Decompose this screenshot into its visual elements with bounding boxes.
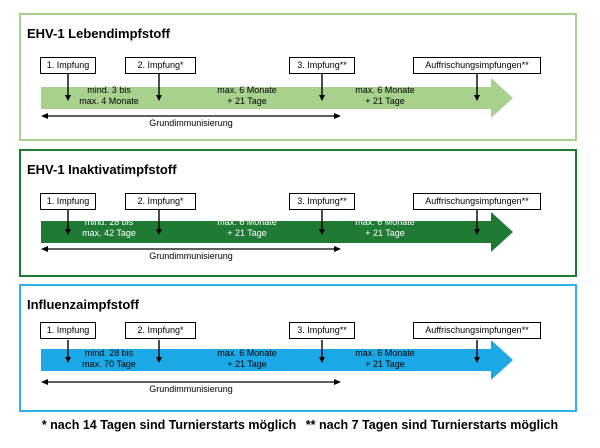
- interval-2-line2: + 21 Tage: [227, 359, 267, 369]
- connector-arrowhead-2: [156, 357, 162, 363]
- interval-3: max. 6 Monate + 21 Tage: [335, 348, 435, 370]
- connector-arrowhead-4: [474, 95, 480, 101]
- footnote-single-star: * nach 14 Tagen sind Turnierstarts mögli…: [41, 418, 297, 432]
- vaccination-2-box: 2. Impfung*: [125, 57, 196, 74]
- connector-arrowhead-4: [474, 357, 480, 363]
- interval-1-line2: max. 4 Monate: [79, 96, 139, 106]
- footnotes: * nach 14 Tagen sind Turnierstarts mögli…: [0, 418, 600, 432]
- panel-title: EHV-1 Inaktivatimpfstoff: [27, 162, 177, 177]
- connector-arrowhead-2: [156, 229, 162, 235]
- panel-influenza-vaccine: Influenzaimpfstoff 1. Impfung 2. Impfung…: [19, 284, 577, 412]
- interval-2-line2: + 21 Tage: [227, 228, 267, 238]
- connector-arrowhead-3: [319, 229, 325, 235]
- grund-arrowhead-left: [41, 379, 48, 385]
- interval-2-line1: max. 6 Monate: [217, 85, 277, 95]
- interval-1: mind. 28 bis max. 42 Tage: [73, 217, 145, 239]
- interval-2-line1: max. 6 Monate: [217, 217, 277, 227]
- booster-box: Auffrischungsimpfungen**: [413, 322, 541, 339]
- interval-2-line2: + 21 Tage: [227, 96, 267, 106]
- connector-arrowhead-4: [474, 229, 480, 235]
- interval-3-line2: + 21 Tage: [365, 96, 405, 106]
- connector-arrowhead-1: [65, 357, 71, 363]
- interval-1: mind. 3 bis max. 4 Monate: [73, 85, 145, 107]
- interval-2-line1: max. 6 Monate: [217, 348, 277, 358]
- grund-arrowhead-left: [41, 246, 48, 252]
- interval-3-line1: max. 6 Monate: [355, 348, 415, 358]
- interval-1-line1: mind. 3 bis: [87, 85, 131, 95]
- connector-arrowhead-3: [319, 357, 325, 363]
- vaccination-3-box: 3. Impfung**: [289, 322, 355, 339]
- interval-3-line2: + 21 Tage: [365, 228, 405, 238]
- vaccination-3-box: 3. Impfung**: [289, 57, 355, 74]
- connector-arrowhead-2: [156, 95, 162, 101]
- interval-3-line1: max. 6 Monate: [355, 85, 415, 95]
- footnote-double-star: ** nach 7 Tagen sind Turnierstarts mögli…: [305, 418, 559, 432]
- connector-arrowhead-1: [65, 95, 71, 101]
- interval-1-line1: mind. 28 bis: [84, 348, 134, 358]
- grund-arrowhead-left: [41, 113, 48, 119]
- interval-1: mind. 28 bis max. 70 Tage: [73, 348, 145, 370]
- panel-title: Influenzaimpfstoff: [27, 297, 139, 312]
- booster-box: Auffrischungsimpfungen**: [413, 57, 541, 74]
- booster-box: Auffrischungsimpfungen**: [413, 193, 541, 210]
- vaccination-2-box: 2. Impfung*: [125, 322, 196, 339]
- grundimmunisierung-label: Grundimmunisierung: [149, 384, 233, 394]
- interval-2: max. 6 Monate + 21 Tage: [197, 217, 297, 239]
- grund-arrowhead-right: [334, 246, 341, 252]
- interval-3: max. 6 Monate + 21 Tage: [335, 217, 435, 239]
- interval-1-line2: max. 42 Tage: [82, 228, 136, 238]
- timeline-graphic: [41, 210, 513, 252]
- vaccination-1-box: 1. Impfung: [40, 322, 96, 339]
- grundimmunisierung-label: Grundimmunisierung: [149, 251, 233, 261]
- interval-3-line1: max. 6 Monate: [355, 217, 415, 227]
- interval-2: max. 6 Monate + 21 Tage: [197, 85, 297, 107]
- vaccination-1-box: 1. Impfung: [40, 57, 96, 74]
- panel-title: EHV-1 Lebendimpfstoff: [27, 26, 171, 41]
- panel-ehv1-inactivated-vaccine: EHV-1 Inaktivatimpfstoff 1. Impfung 2. I…: [19, 149, 577, 277]
- panel-ehv1-live-vaccine: EHV-1 Lebendimpfstoff 1. Impfung 2. Impf…: [19, 13, 577, 141]
- timeline-graphic: [41, 74, 513, 119]
- interval-1-line1: mind. 28 bis: [84, 217, 134, 227]
- grundimmunisierung-label: Grundimmunisierung: [149, 118, 233, 128]
- interval-2: max. 6 Monate + 21 Tage: [197, 348, 297, 370]
- grund-arrowhead-right: [334, 379, 341, 385]
- interval-3-line2: + 21 Tage: [365, 359, 405, 369]
- interval-3: max. 6 Monate + 21 Tage: [335, 85, 435, 107]
- connector-arrowhead-3: [319, 95, 325, 101]
- grund-arrowhead-right: [334, 113, 341, 119]
- connector-arrowhead-1: [65, 229, 71, 235]
- vaccination-1-box: 1. Impfung: [40, 193, 96, 210]
- vaccination-3-box: 3. Impfung**: [289, 193, 355, 210]
- timeline-graphic: [41, 340, 513, 385]
- vaccination-2-box: 2. Impfung*: [125, 193, 196, 210]
- interval-1-line2: max. 70 Tage: [82, 359, 136, 369]
